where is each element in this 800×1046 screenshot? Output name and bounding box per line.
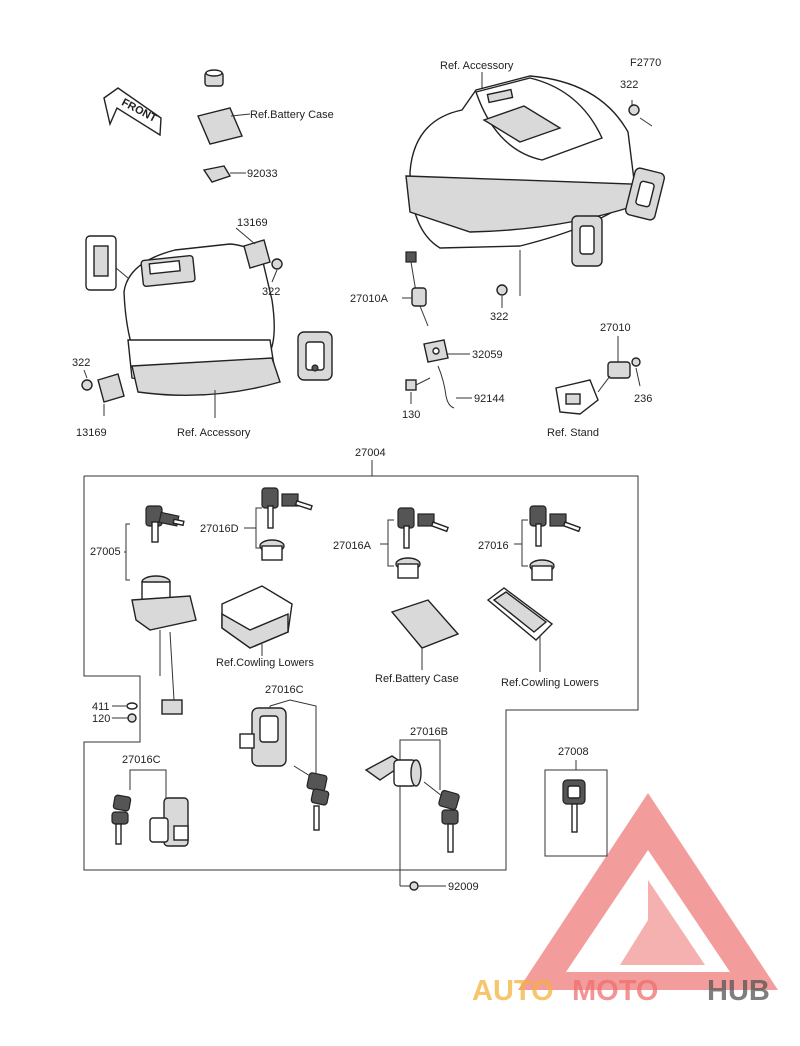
label-ref-stand: Ref. Stand xyxy=(547,427,599,439)
label-13169-b: 13169 xyxy=(76,427,107,439)
washer-411 xyxy=(126,702,138,710)
label-236: 236 xyxy=(634,393,652,405)
trunk-latch-right xyxy=(625,167,665,221)
label-32059: 32059 xyxy=(472,349,503,361)
lock-27016C-center xyxy=(239,707,287,767)
label-322-d: 322 xyxy=(490,311,508,323)
lock-27016 xyxy=(529,559,555,581)
label-27016C-b: 27016C xyxy=(122,754,161,766)
lock-27016C-left xyxy=(149,797,189,847)
label-27004: 27004 xyxy=(355,447,386,459)
label-27016C-a: 27016C xyxy=(265,684,304,696)
label-92009: 92009 xyxy=(448,881,479,893)
key-27008 xyxy=(562,779,586,833)
plate-13169-top xyxy=(243,239,271,269)
grommet-part xyxy=(204,69,224,87)
watermark-logo xyxy=(518,793,778,990)
left-saddlebag xyxy=(123,243,281,397)
label-27016A: 27016A xyxy=(333,540,372,552)
label-120: 120 xyxy=(92,713,110,725)
label-92144: 92144 xyxy=(474,393,505,405)
label-27016B: 27016B xyxy=(410,726,448,738)
cowling-cover-a xyxy=(221,585,293,649)
stand-lock xyxy=(555,357,641,415)
label-411: 411 xyxy=(92,701,110,713)
screw-120 xyxy=(127,713,137,723)
key-27016 xyxy=(529,505,581,547)
battery-cover-b xyxy=(390,599,460,649)
label-figure-code: F2770 xyxy=(630,57,661,69)
lock-27016B xyxy=(364,755,422,787)
screw-part-322-d xyxy=(496,284,508,296)
lock-27016D xyxy=(259,539,285,561)
clip-part xyxy=(202,165,232,183)
plate-13169-bottom xyxy=(97,373,125,403)
box-27008 xyxy=(544,769,608,857)
label-13169-a: 13169 xyxy=(237,217,268,229)
battery-cover-part xyxy=(197,107,243,145)
ignition-key xyxy=(145,505,185,543)
watermark-text-auto: AUTO xyxy=(472,975,554,1007)
trunk-lock-cylinder xyxy=(405,251,429,327)
kit-boundary xyxy=(83,475,639,871)
lock-27016A xyxy=(395,557,421,579)
trunk-latch-left xyxy=(571,215,603,267)
label-92033: 92033 xyxy=(247,168,278,180)
label-ref-cowling-lowers-b: Ref.Cowling Lowers xyxy=(501,677,599,689)
key-27016A xyxy=(397,507,449,549)
screw-part-left xyxy=(81,379,93,391)
cable-92144 xyxy=(437,365,455,409)
ignition-switch xyxy=(131,575,197,715)
screw-92009 xyxy=(409,881,419,891)
label-130: 130 xyxy=(402,409,420,421)
label-322-b: 322 xyxy=(262,286,280,298)
screw-part xyxy=(271,258,283,270)
label-ref-cowling-lowers-a: Ref.Cowling Lowers xyxy=(216,657,314,669)
bracket-32059 xyxy=(423,339,449,363)
left-latch-rear xyxy=(85,235,129,291)
watermark-text: AUTO MOTO HUB xyxy=(472,975,770,1007)
label-27016D: 27016D xyxy=(200,523,239,535)
label-27010A: 27010A xyxy=(350,293,389,305)
key-27016C-left xyxy=(111,794,132,845)
key-27016C-center xyxy=(293,765,330,831)
label-ref-accessory-left: Ref. Accessory xyxy=(177,427,251,439)
label-ref-accessory-top: Ref. Accessory xyxy=(440,60,514,72)
screw-part-top xyxy=(628,104,640,116)
label-ref-battery-case-b: Ref.Battery Case xyxy=(375,673,459,685)
label-27016: 27016 xyxy=(478,540,509,552)
label-322-c: 322 xyxy=(72,357,90,369)
watermark-text-moto: MOTO xyxy=(572,975,658,1007)
cowling-tray-b xyxy=(486,587,554,641)
label-27005: 27005 xyxy=(90,546,121,558)
bolt-130 xyxy=(405,377,431,391)
watermark-text-hub: HUB xyxy=(707,975,770,1007)
label-322-a: 322 xyxy=(620,79,638,91)
label-27010: 27010 xyxy=(600,322,631,334)
label-ref-battery-case-top: Ref.Battery Case xyxy=(250,109,334,121)
label-27008: 27008 xyxy=(558,746,589,758)
watermark-triangle-inner xyxy=(620,880,705,965)
key-27016D xyxy=(261,487,313,529)
left-latch-front xyxy=(297,331,333,381)
key-27016B xyxy=(423,781,460,853)
front-arrow-icon: FRONT xyxy=(103,87,162,137)
